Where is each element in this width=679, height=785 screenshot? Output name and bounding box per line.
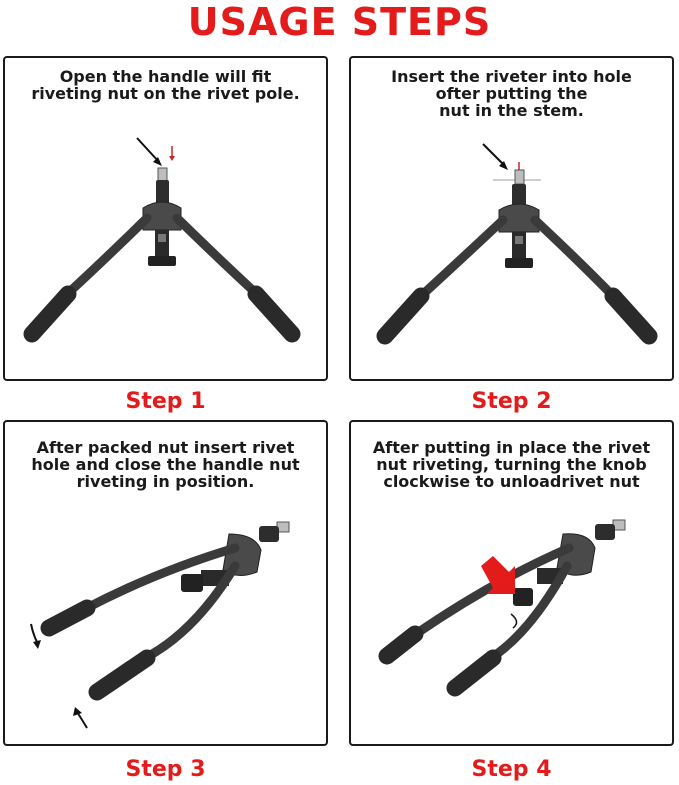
pointer-arrow-icon — [482, 143, 506, 167]
close-arrow-icon — [76, 711, 88, 729]
step-2-label: Step 2 — [471, 389, 552, 414]
step-1-panel: Open the handle will fit riveting nut on… — [3, 56, 328, 381]
step-2-instruction: Insert the riveter into hole ofter putti… — [391, 67, 632, 120]
step-3-panel: After packed nut insert rivet hole and c… — [3, 420, 328, 746]
step-1-instruction: Open the handle will fit riveting nut on… — [31, 67, 300, 103]
riveter-open-illustration — [23, 137, 301, 343]
riveter-unload-illustration — [378, 519, 626, 697]
riveter-insert-illustration — [376, 143, 658, 345]
close-arrow-icon — [30, 623, 38, 643]
step-4-panel: After putting in place the rivet nut riv… — [349, 420, 674, 746]
page-title: USAGE STEPS — [187, 0, 492, 44]
step-2-panel: Insert the riveter into hole ofter putti… — [349, 56, 674, 381]
step-4-instruction: After putting in place the rivet nut riv… — [372, 438, 651, 491]
step-4-label: Step 4 — [471, 757, 552, 782]
riveter-close-illustration — [30, 521, 290, 729]
pointer-arrow-icon — [136, 137, 160, 163]
rotate-arrow-icon — [510, 613, 518, 629]
step-3-label: Step 3 — [125, 757, 206, 782]
step-3-instruction: After packed nut insert rivet hole and c… — [31, 438, 300, 491]
step-1-label: Step 1 — [125, 389, 206, 414]
red-arrow-icon — [481, 556, 515, 594]
